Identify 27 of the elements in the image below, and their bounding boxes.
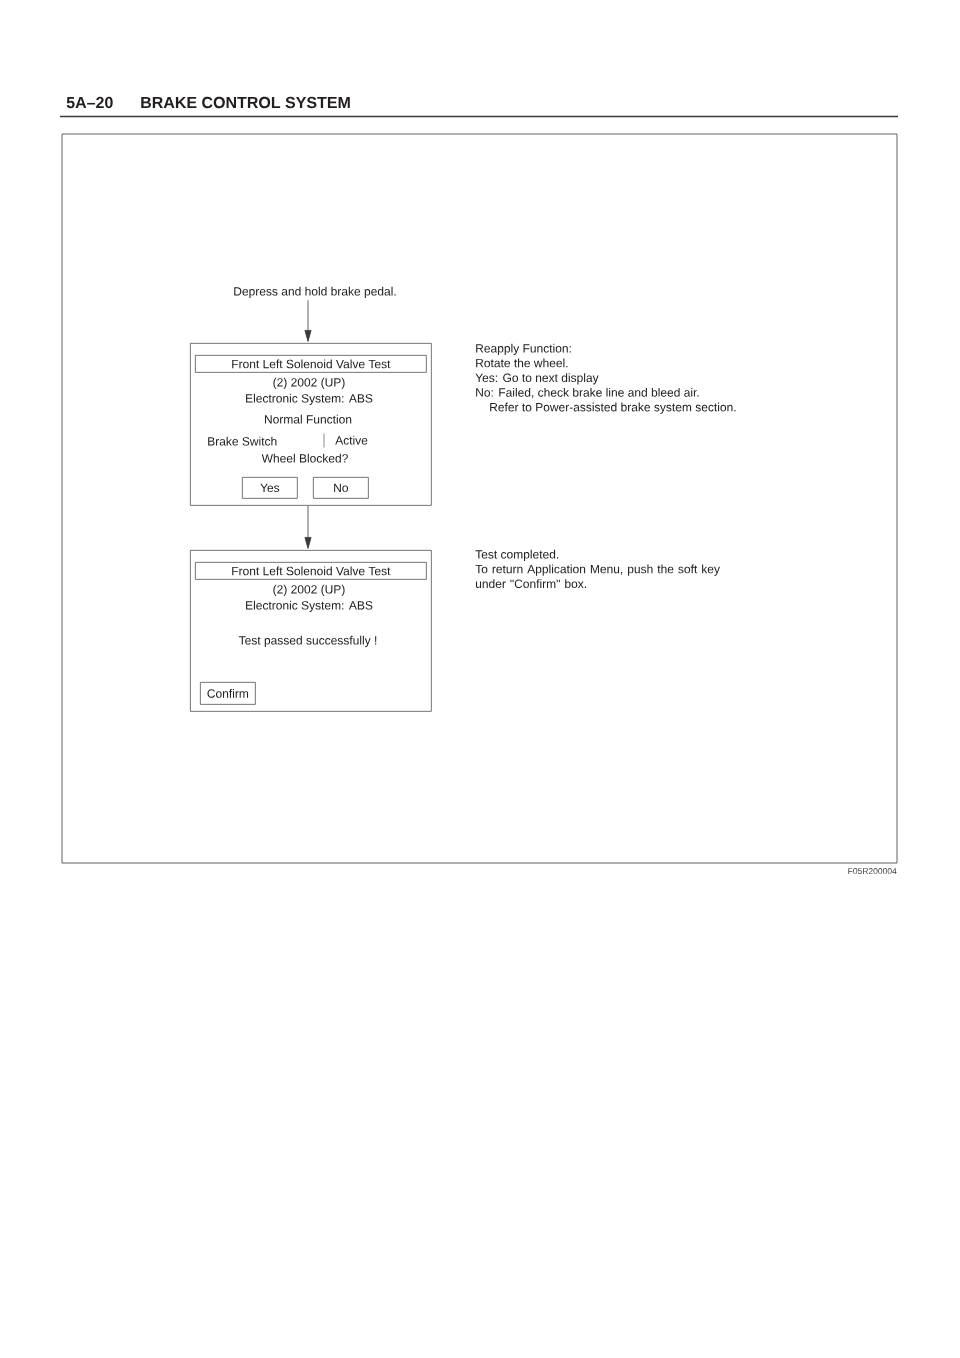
note-text: To return Application Menu, push the soft key under "Confirm" box. bbox=[475, 564, 720, 588]
screen-text: (2) 2002 (UP) bbox=[273, 377, 345, 389]
button: Confirm bbox=[200, 682, 256, 705]
screen-text: Test passed successfully ! bbox=[238, 635, 377, 647]
screen-text: Normal Function bbox=[264, 414, 352, 424]
button: Yes bbox=[242, 477, 298, 499]
arrow bbox=[304, 505, 312, 549]
button: No bbox=[313, 477, 369, 499]
screen-text: Active bbox=[335, 435, 368, 445]
page-number: 5A–20 bbox=[66, 96, 113, 109]
note-text: No: Failed, check brake line and bleed air. bbox=[476, 387, 699, 399]
note-text: Rotate the wheel. bbox=[476, 358, 568, 368]
title-bar: Front Left Solenoid Valve Test bbox=[195, 562, 427, 580]
arrow bbox=[304, 299, 312, 342]
note-text: Yes: Go to next display bbox=[475, 373, 599, 385]
screen-text: Electronic System: ABS bbox=[246, 600, 373, 612]
screen-text: Electronic System: ABS bbox=[246, 393, 373, 405]
note-text: Test completed. bbox=[475, 549, 559, 561]
screen-text: Brake Switch bbox=[208, 436, 277, 446]
title-bar: Front Left Solenoid Valve Test bbox=[195, 355, 427, 373]
section-title: BRAKE CONTROL SYSTEM bbox=[141, 96, 350, 109]
note-text: Refer to Power-assisted brake system section. bbox=[490, 402, 736, 414]
screen-text: (2) 2002 (UP) bbox=[273, 584, 345, 596]
instruction-text: Depress and hold brake pedal. bbox=[234, 286, 396, 298]
note-text: Reapply Function: bbox=[476, 343, 571, 355]
screen-text: Wheel Blocked? bbox=[261, 453, 348, 463]
figure-code: F05R200004 bbox=[848, 868, 897, 875]
